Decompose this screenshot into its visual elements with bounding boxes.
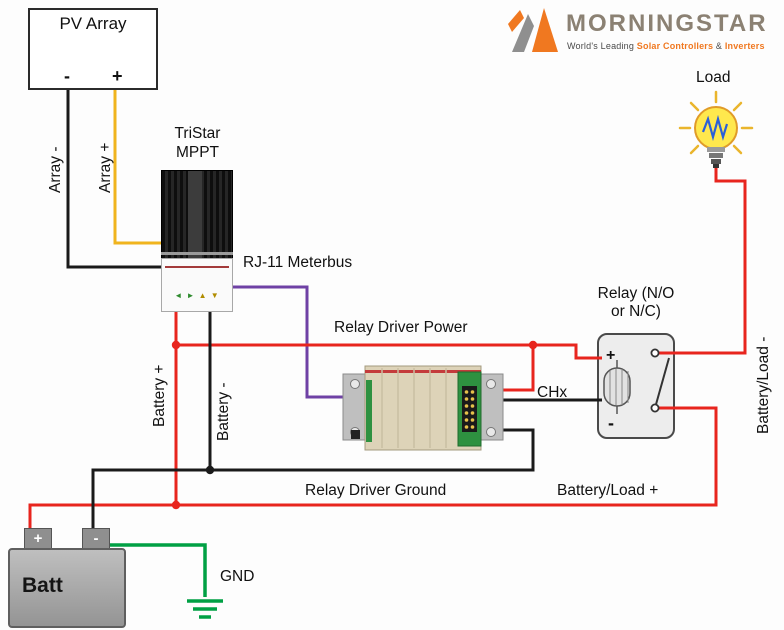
tristar-leftright-buttons-icon: ◄ ► (174, 291, 196, 300)
junction-dot (528, 340, 538, 350)
label-relay-driver-ground: Relay Driver Ground (305, 482, 447, 499)
junction-dot (171, 500, 181, 510)
light-bulb-icon (678, 90, 754, 168)
tristar-wiring-box: ◄ ► ▲ ▼ (161, 258, 233, 312)
junction-dot (205, 465, 215, 475)
battery-body: Batt (8, 548, 126, 628)
tagline-part4: Inverters (724, 41, 765, 51)
label-array-plus: Array + (97, 142, 114, 193)
tristar-meter-line (165, 266, 229, 268)
tristar-display-buttons: ◄ ► ▲ ▼ (162, 291, 232, 300)
tagline-part1: World's Leading (567, 41, 637, 51)
wire-relay-driver-power (176, 343, 602, 360)
relay-driver-pcb-left (366, 380, 372, 442)
tagline-part3: & (713, 41, 725, 51)
ground-symbol-icon (187, 599, 223, 619)
morningstar-logo-icon (508, 8, 558, 52)
tristar-case-trim (161, 252, 233, 255)
relay-contact-bottom (650, 403, 660, 413)
relay-coil-plus-label: + (606, 347, 615, 364)
pv-array-label: PV Array (59, 14, 127, 33)
pv-array-box: PV Array - + (28, 8, 158, 90)
bulb-filament-icon (701, 114, 729, 142)
label-gnd: GND (220, 568, 255, 585)
label-relay-title-line1: Relay (N/O (597, 285, 675, 302)
label-chx: CHx (537, 384, 568, 401)
label-tristar-line1: TriStar (174, 125, 221, 142)
label-rj11-meterbus: RJ-11 Meterbus (243, 254, 353, 271)
battery-label: Batt (22, 574, 63, 597)
label-relay-title-line2: or N/C) (611, 303, 661, 320)
relay-switch-arm (654, 357, 670, 409)
wire-array-minus (66, 88, 170, 269)
battery-minus-terminal: - (82, 528, 110, 550)
wire-battery-load-minus (658, 168, 747, 355)
wire-relay-driver-power-branch (498, 345, 535, 392)
tristar-updown-buttons-icon: ▲ ▼ (198, 291, 220, 300)
relay-driver-port (351, 430, 360, 439)
pv-minus-terminal: - (64, 66, 70, 86)
morningstar-tagline: World's Leading Solar Controllers & Inve… (567, 41, 765, 51)
label-battery-plus: Battery + (151, 364, 168, 427)
label-relay-title: Relay (N/O or N/C) (584, 285, 688, 321)
wire-rj11-meterbus (228, 285, 352, 399)
label-battery-minus: Battery - (215, 382, 232, 441)
relay-device: + - (597, 333, 675, 439)
terminal-pins-icon (464, 390, 475, 429)
screw-hole-icon (486, 427, 496, 437)
relay-driver-terminal-block (462, 386, 477, 432)
wire-gnd (106, 543, 207, 597)
battery-plus-terminal: + (24, 528, 52, 550)
junction-dot (171, 340, 181, 350)
label-array-minus: Array - (47, 146, 64, 194)
pv-plus-terminal: + (112, 66, 123, 86)
label-load: Load (696, 69, 731, 86)
morningstar-wordmark: MORNINGSTAR (566, 10, 768, 37)
relay-contact-top (650, 348, 660, 358)
relay-coil-minus-label: - (608, 413, 614, 433)
tagline-part2: Solar Controllers (636, 41, 714, 51)
tristar-heatsink (161, 170, 233, 260)
relay-driver-red-stripe (365, 370, 481, 373)
label-tristar-line2: MPPT (175, 144, 220, 161)
screw-hole-icon (350, 379, 360, 389)
relay-coil-icon (603, 367, 631, 407)
label-relay-driver-power: Relay Driver Power (334, 319, 468, 336)
wire-battery-load-plus (28, 406, 718, 532)
label-tristar: TriStar MPPT (160, 124, 235, 162)
wire-array-plus (113, 88, 170, 245)
battery-device: + - Batt (8, 528, 126, 628)
label-battery-load-plus: Battery/Load + (557, 482, 659, 499)
label-battery-load-minus: Battery/Load - (755, 336, 772, 434)
screw-hole-icon (486, 379, 496, 389)
relay-driver-device (342, 365, 504, 451)
wire-relay-driver-ground (91, 428, 535, 532)
tristar-mppt-device: ◄ ► ▲ ▼ (161, 170, 233, 312)
tristar-heatsink-channel (188, 171, 202, 259)
